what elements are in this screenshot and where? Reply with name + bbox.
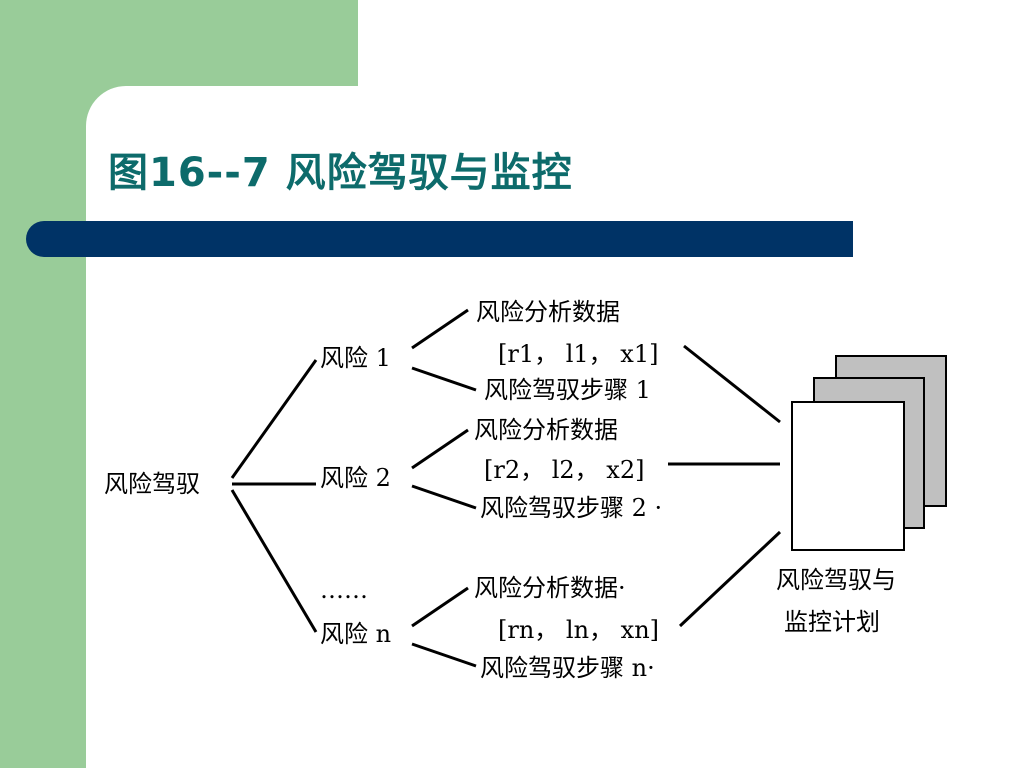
slide-title: 图16--7 风险驾驭与监控 [108,150,573,196]
risk-1-label: 风险 1 [320,344,391,372]
plan-connectors [668,344,782,628]
risk-n-analysis: 风险分析数据· [474,574,626,602]
risk-1-steps: 风险驾驭步骤 1 [484,376,651,404]
risk-1-connectors [411,308,477,392]
plan-label-line-2: 监控计划 [784,608,880,636]
risk-2-vector: [r2， l2， x2] [484,456,644,484]
risk-n-connectors [411,586,477,668]
risk-n-vector: [rn， ln， xn] [498,616,659,644]
root-label: 风险驾驭 [104,470,200,498]
risk-2-steps: 风险驾驭步骤 2 · [480,494,662,522]
risk-n-steps: 风险驾驭步骤 n· [480,654,655,682]
risk-2-connectors [411,428,477,510]
risk-1-analysis: 风险分析数据 [476,298,620,326]
risk-n-label: 风险 n [320,620,391,648]
plan-document-icon [791,355,947,551]
plan-label-line-1: 风险驾驭与 [776,566,896,594]
title-underline-bar [26,221,853,257]
risk-1-vector: [r1， l1， x1] [498,340,658,368]
risk-2-analysis: 风险分析数据 [474,416,618,444]
root-connectors [230,359,318,633]
ellipsis-label: …… [320,576,368,604]
risk-2-label: 风险 2 [320,464,391,492]
